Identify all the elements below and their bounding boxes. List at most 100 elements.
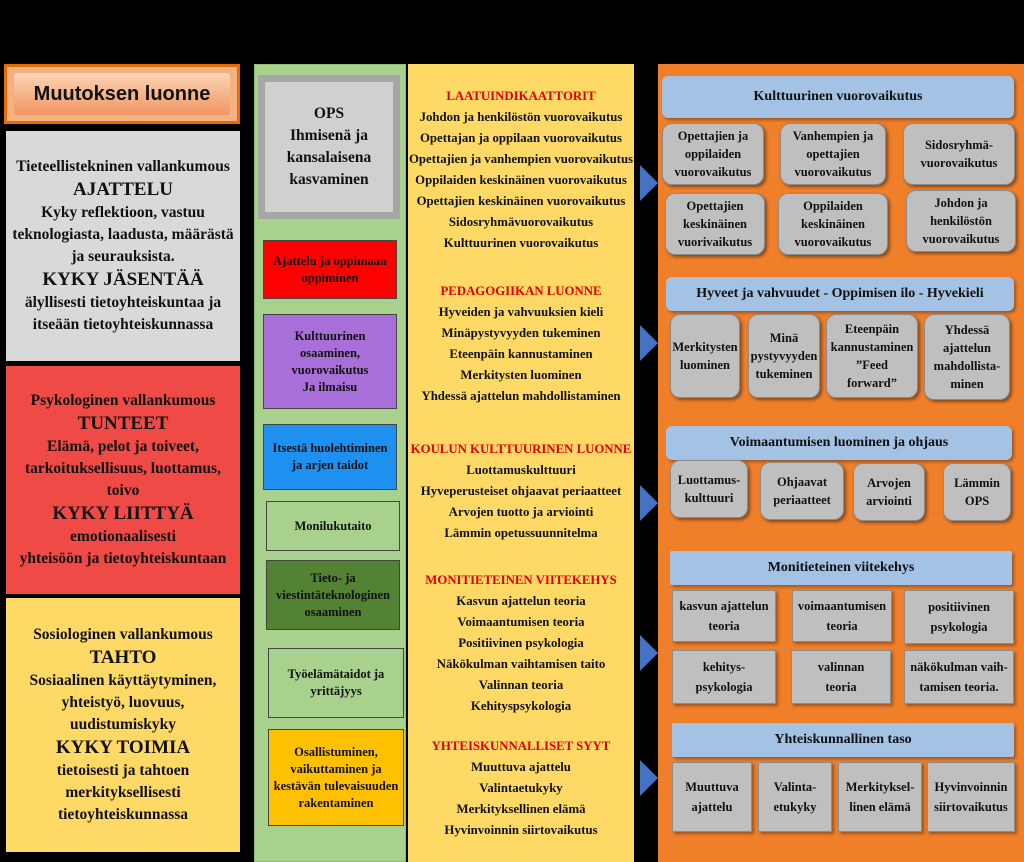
box-line: arviointi: [866, 494, 912, 508]
box-line: etukyky: [773, 800, 817, 814]
box-line: Ja ilmaisu: [302, 379, 358, 394]
societal-section: YHTEISKUNNALLISET SYYT Muuttuva ajattelu…: [408, 736, 634, 841]
box-line: vuorivaikutus: [677, 235, 753, 249]
box-line: rakentaminen: [298, 795, 374, 810]
box-line: psykologia: [930, 620, 988, 634]
box-line: Kyky reflektioon, vastuu: [41, 204, 205, 221]
box-line: vuorovaikutus: [291, 362, 369, 377]
practice-box: valinnan teoria: [791, 650, 891, 704]
box-line: tietoyhteiskunnassa: [57, 806, 189, 823]
box-line: Luottamus-: [677, 473, 741, 487]
box-line: kasvun ajattelun: [679, 599, 769, 613]
arrow-right-icon: [640, 165, 658, 201]
box-line: positiivinen: [928, 600, 990, 614]
box-line: Eteenpäin: [844, 322, 900, 336]
box-line: vaikuttaminen ja: [290, 761, 382, 776]
box-line: mahdollista-: [933, 359, 1001, 373]
box-line: ja arjen taidot: [291, 458, 369, 472]
competence-box: Työelämätaidot ja yrittäjyys: [268, 648, 404, 718]
box-line: älyllisesti tietoyhteiskuntaa ja: [24, 294, 222, 311]
box-line: vuorovaikutus: [794, 235, 872, 249]
section-item: Hyveiden ja vahvuuksien kieli: [438, 305, 604, 319]
section-item: Kulttuurinen vuorovaikutus: [443, 236, 599, 250]
box-line: vuorovaikutus: [922, 232, 1000, 246]
box-line: tietoisesti ja tahtoen: [56, 762, 190, 779]
box-line: ajattelun: [943, 341, 991, 355]
box-line: ”Feed: [856, 358, 888, 372]
box-line: oppiminen: [301, 270, 359, 285]
box-line: vuorovaikutus: [674, 165, 752, 179]
practice-box: positiivinen psykologia: [904, 590, 1014, 644]
box-line: Minä: [769, 331, 799, 345]
box-keyword: TAHTO: [89, 647, 157, 668]
box-line: kestävän tulevaisuuden: [273, 778, 399, 793]
box-line: teoria: [825, 680, 857, 694]
box-line: Muuttuva: [685, 780, 739, 794]
box-line: merkityksellisesti: [65, 784, 181, 801]
box-line: Vanhempien ja: [792, 129, 874, 143]
box-line: voimaantumisen: [797, 599, 887, 613]
box-line: Opettajien: [686, 199, 744, 213]
box-line: teoria: [826, 619, 858, 633]
practice-box: Arvojen arviointi: [853, 463, 925, 521]
ops-line: OPS: [313, 105, 345, 122]
box-line: viestintäteknologinen: [276, 587, 390, 602]
box-line: ajattelu: [691, 800, 733, 814]
practice-box: Hyvinvoinnin siirtovaikutus: [927, 762, 1015, 832]
box-line: Johdon ja: [934, 196, 988, 210]
box-line: vuorovaikutus: [920, 156, 998, 170]
practice-box: Valinta- etukyky: [758, 762, 832, 832]
section-header: Voimaantumisen luominen ja ohjaus: [666, 426, 1012, 460]
practice-box: Muuttuva ajattelu: [672, 762, 752, 832]
competence-box: Itsestä huolehtiminen ja arjen taidot: [263, 424, 397, 490]
section-item: Valinnan teoria: [478, 678, 564, 692]
arrow-right-icon: [640, 760, 658, 796]
box-line: Psykologinen vallankumous: [30, 392, 216, 409]
section-item: Voimaantumisen teoria: [457, 615, 585, 629]
box-line: Monilukutaito: [294, 518, 372, 533]
box-line: minen: [950, 377, 984, 391]
box-line: Sosiologinen vallankumous: [33, 626, 213, 643]
section-header: Kulttuurinen vuorovaikutus: [662, 76, 1014, 118]
box-line: toivo: [106, 482, 140, 499]
section-header: Hyveet ja vahvuudet - Oppimisen ilo - Hy…: [666, 277, 1014, 311]
box-keyword: AJATTELU: [73, 179, 173, 200]
box-line: vuorovaikutus: [794, 165, 872, 179]
competence-box: Osallistuminen, vaikuttaminen ja kestävä…: [268, 729, 404, 826]
competence-box: Tieto- ja viestintäteknologinen osaamine…: [266, 560, 400, 630]
box-line: Itsestä huolehtiminen: [272, 441, 388, 455]
box-line: Sosiaalinen käyttäytyminen,: [29, 672, 217, 689]
section-item: Minäpystyvyyden tukeminen: [441, 326, 601, 340]
section-item: Muuttuva ajattelu: [471, 760, 571, 774]
box-line: opettajien: [806, 147, 860, 161]
box-line: Yhdessä: [944, 323, 990, 337]
box-line: uudistumiskyky: [70, 716, 176, 733]
section-heading: MONITIETEINEN VIITEKEHYS: [425, 573, 617, 587]
arrow-right-icon: [640, 485, 658, 521]
box-line: Työelämätaidot ja: [287, 667, 385, 681]
practice-box: Vanhempien ja opettajien vuorovaikutus: [780, 123, 886, 185]
ops-line: Ihmisenä ja: [290, 127, 368, 144]
indicators-column: [408, 64, 634, 862]
framework-section: MONITIETEINEN VIITEKEHYS Kasvun ajattelu…: [408, 570, 634, 717]
box-line: osaaminen,: [299, 345, 361, 360]
box-line: Ohjaavat: [777, 475, 827, 489]
box-line: keskinäinen: [801, 217, 865, 231]
box-line: Opettajien ja: [677, 129, 749, 143]
quality-indicators-section: LAATUINDIKAATTORIT Johdon ja henkilöstön…: [408, 86, 634, 254]
box-line: Hyvinvoinnin: [934, 780, 1008, 794]
section-header: Monitieteinen viitekehys: [670, 551, 1012, 585]
box-line: forward”: [847, 376, 897, 390]
box-line: yhteisöön ja tietoyhteiskuntaan: [19, 550, 227, 567]
competence-box: Kulttuurinen osaaminen, vuorovaikutus Ja…: [263, 314, 397, 409]
practice-box: Minä pystyvyyden tukeminen: [748, 314, 820, 398]
section-item: Näkökulman vaihtamisen taito: [436, 657, 606, 671]
section-item: Valintaetukyky: [479, 781, 563, 795]
box-line: linen elämä: [849, 800, 911, 814]
box-line: näkökulman vaih-: [910, 660, 1008, 674]
box-line: siirtovaikutus: [934, 800, 1008, 814]
box-line: keskinäinen: [683, 217, 747, 231]
box-line: Tieto- ja: [310, 570, 356, 585]
box-line: Tieteellistekninen vallankumous: [16, 158, 230, 175]
section-heading: LAATUINDIKAATTORIT: [446, 89, 596, 103]
